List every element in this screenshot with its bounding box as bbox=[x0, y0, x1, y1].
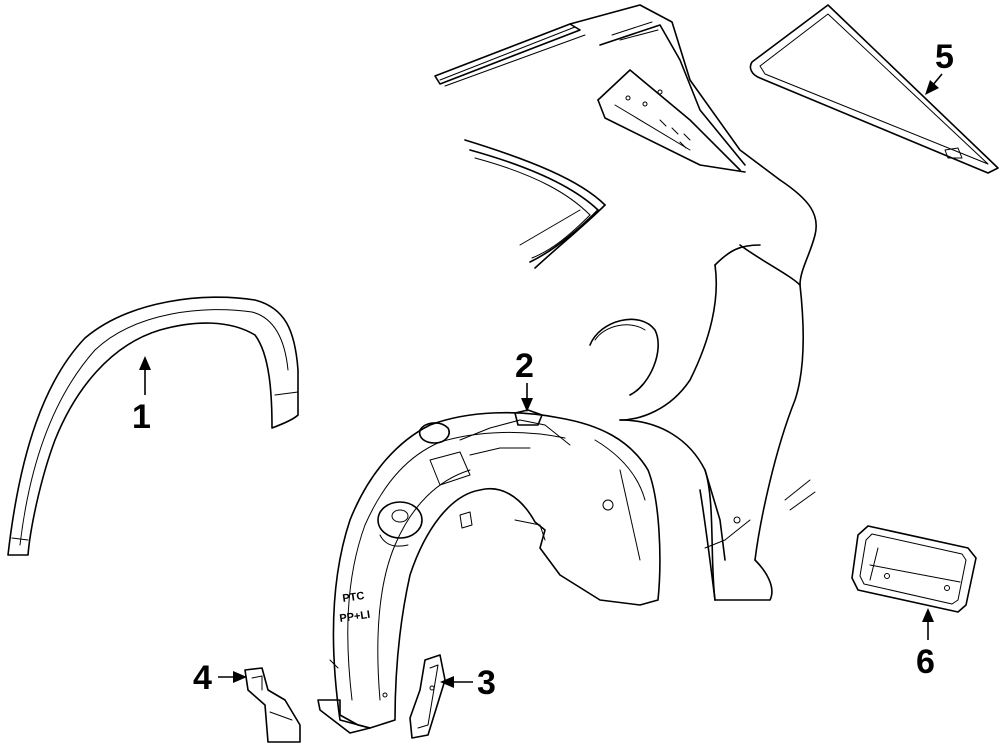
callout-6: 6 bbox=[916, 608, 935, 681]
callout-3: 3 bbox=[440, 664, 496, 702]
quarter-panel bbox=[434, 4, 817, 601]
callout-5-label: 5 bbox=[935, 38, 954, 76]
callout-1-label: 1 bbox=[132, 398, 151, 436]
liner-stamp-line1: PTC bbox=[342, 590, 366, 605]
callout-1: 1 bbox=[132, 356, 151, 436]
callout-2-label: 2 bbox=[515, 347, 534, 385]
callout-5: 5 bbox=[925, 38, 954, 95]
quarter-window-glass bbox=[749, 4, 999, 174]
wheelhouse-liner: PTC PP+LI bbox=[317, 409, 661, 734]
callout-4-label: 4 bbox=[193, 659, 212, 697]
mounting-bracket bbox=[244, 667, 301, 743]
callout-3-label: 3 bbox=[477, 664, 496, 702]
splash-shield bbox=[409, 654, 446, 739]
pressure-relief-vent bbox=[851, 525, 977, 613]
wheel-arch-molding bbox=[7, 296, 299, 556]
callout-6-label: 6 bbox=[916, 643, 935, 681]
liner-stamp-line2: PP+LI bbox=[339, 609, 371, 625]
callout-2: 2 bbox=[515, 347, 534, 412]
callout-4: 4 bbox=[193, 659, 247, 697]
